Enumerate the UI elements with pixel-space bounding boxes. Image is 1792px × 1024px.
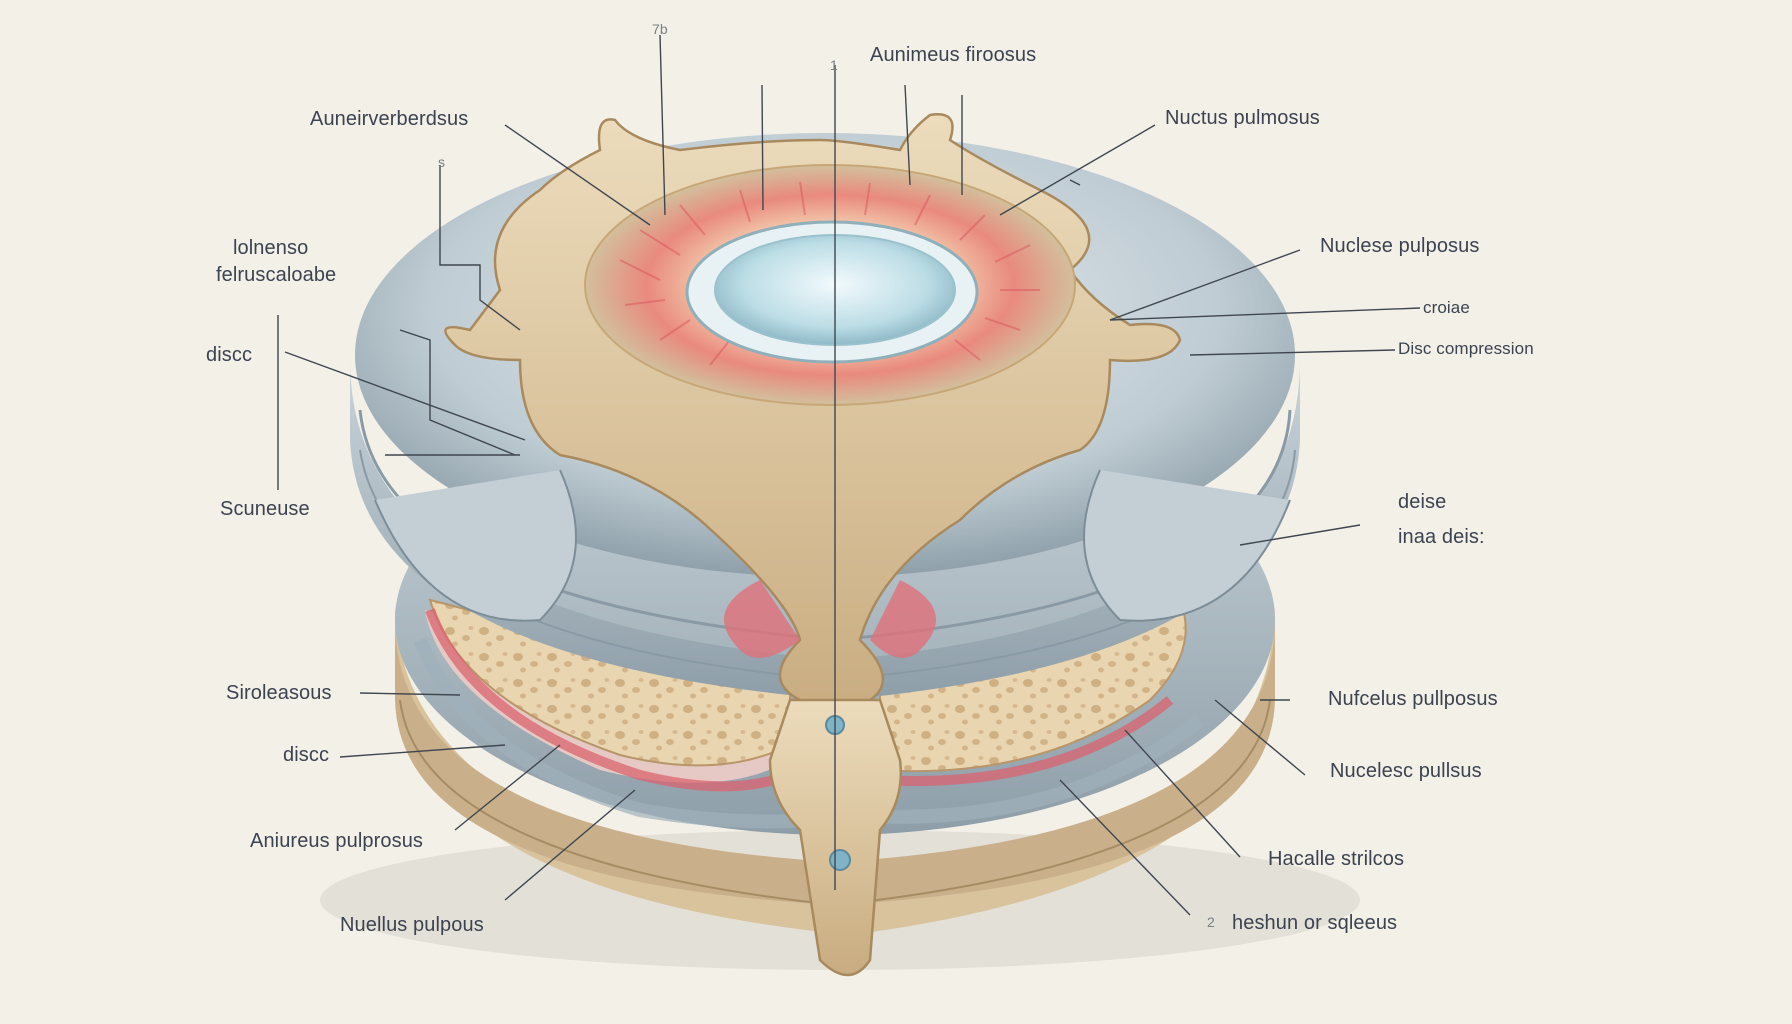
label-scuneuse: Scuneuse — [220, 498, 310, 520]
label-top-number-2: 1 — [830, 57, 838, 73]
label-heshun-or-sqleeus: heshun or sqleeus — [1232, 912, 1398, 934]
label-deise-line1: deise — [1398, 491, 1447, 513]
label-nuctus-pulmosus: Nuctus pulmosus — [1165, 107, 1320, 129]
label-disc-lower: discc — [283, 744, 330, 766]
label-croiae: croiae — [1423, 298, 1470, 317]
annulus-fibers — [619, 181, 1040, 366]
label-aniureus-pulprosus: Aniureus pulprosus — [250, 830, 424, 852]
label-top-number: 7b — [652, 21, 668, 37]
label-iolnenso-line1: lolnenso — [233, 237, 309, 259]
leader-lines — [277, 34, 1421, 916]
label-disc-upper: discc — [206, 344, 253, 366]
label-nuellus-pulpous: Nuellus pulpous — [340, 914, 484, 936]
label-number-2: 2 — [1207, 914, 1215, 930]
label-nufcelus-pullposus: Nufcelus pullposus — [1328, 688, 1498, 710]
label-nucelesc-pullsus: Nucelesc pullsus — [1330, 760, 1482, 782]
label-siroleasous: Siroleasous — [226, 682, 332, 704]
label-auneirverberdsus: Auneirverberdsus — [310, 108, 469, 130]
label-number-s: s — [438, 154, 446, 170]
label-disc-compression: Disc compression — [1398, 339, 1534, 358]
label-iolnenso-line2: felruscaloabe — [216, 264, 337, 286]
label-hacalle-strilcos: Hacalle strilcos — [1268, 848, 1405, 870]
label-annulus-fibrosus: Aunimeus firoosus — [870, 44, 1037, 66]
label-nuclese-pulposus: Nuclese pulposus — [1320, 235, 1480, 257]
label-deise-line2: inaa deis: — [1398, 526, 1485, 548]
